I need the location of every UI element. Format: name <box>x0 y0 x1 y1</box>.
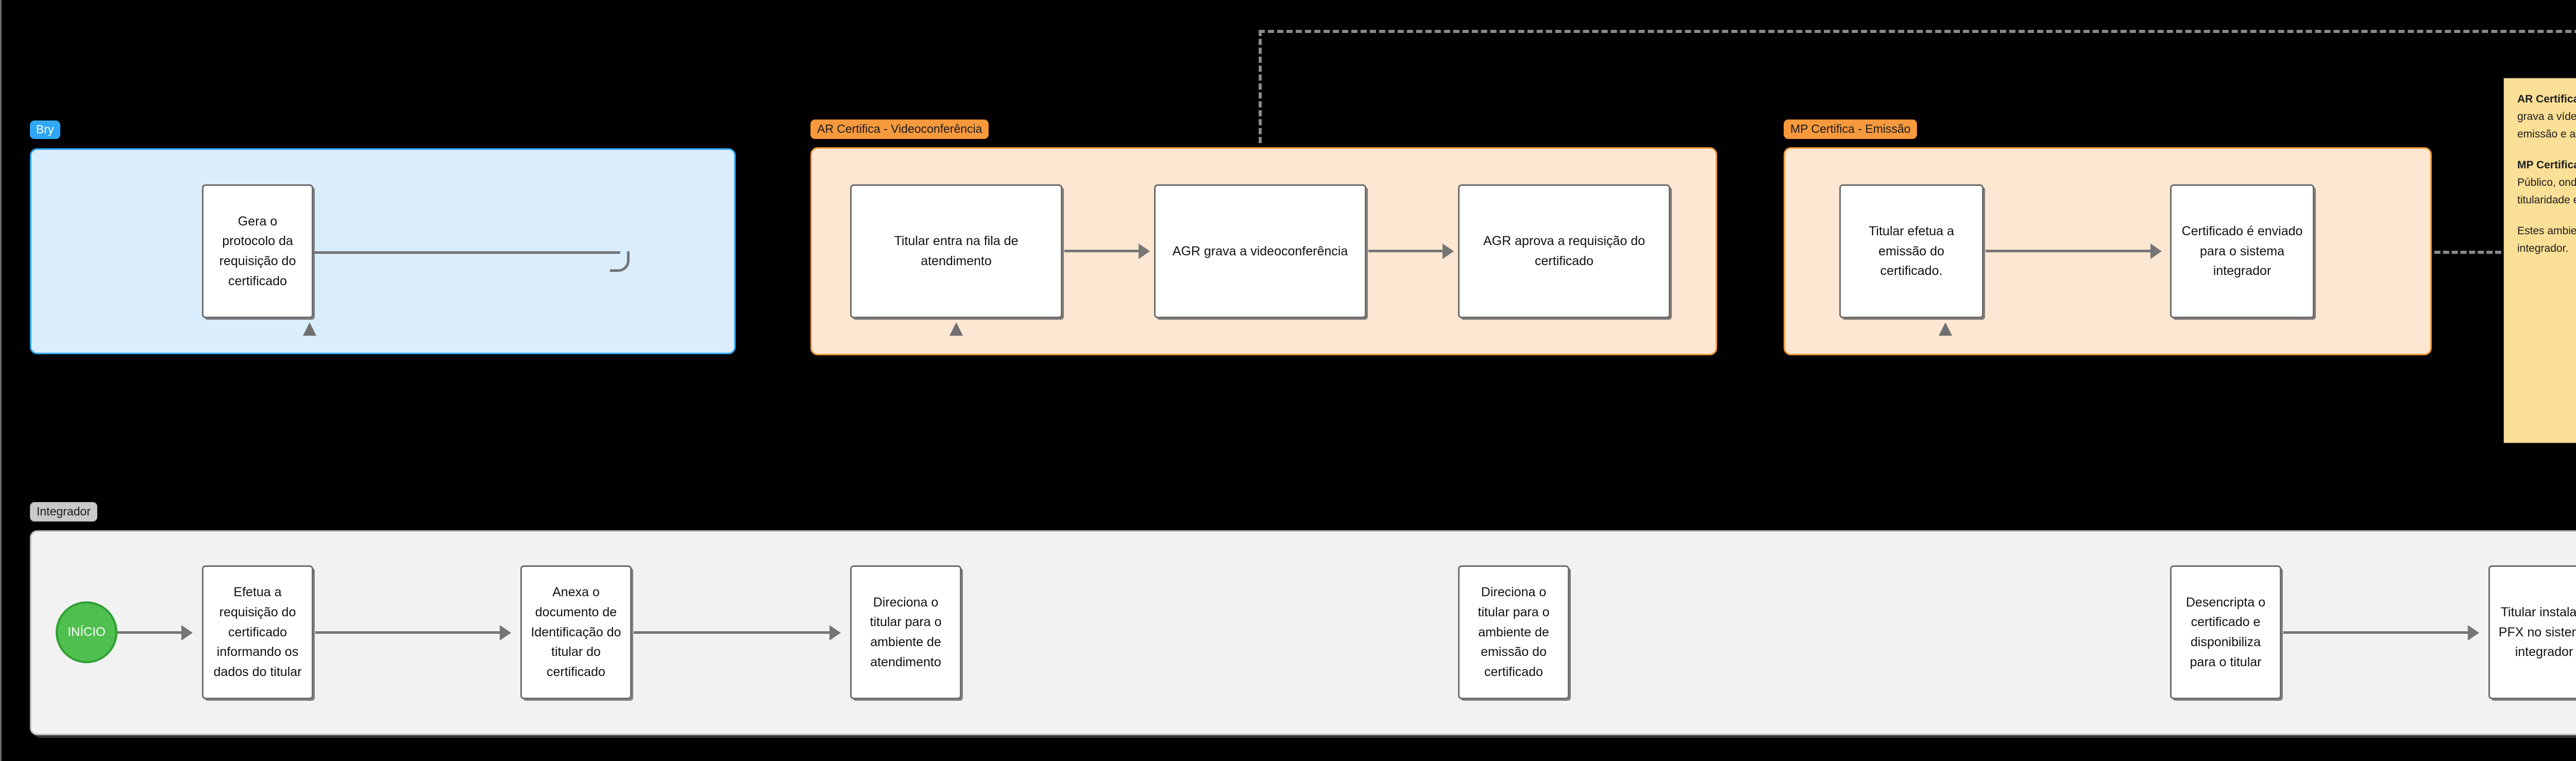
note-embed-text: Estes ambientes podem ser Embedados dire… <box>2517 225 2576 255</box>
node-certificado-enviado[interactable]: Certificado é enviado para o sistema int… <box>2170 184 2314 318</box>
edge-direciona-to-fila-v <box>0 466 2 663</box>
note-paragraph-ar: AR Certifica - Vídeoconferência: O AGR d… <box>2517 91 2576 143</box>
node-titular-emissao[interactable]: Titular efetua a emissão do certificado. <box>1839 184 1984 318</box>
edge-fila-to-grava <box>1064 250 1140 252</box>
edge-gera-to-anexa-h <box>313 251 620 254</box>
node-titular-fila[interactable]: Titular entra na fila de atendimento <box>850 184 1062 318</box>
note-mp-text: Ambiente de emissão, também chamado de M… <box>2517 177 2576 206</box>
edge-efetua-to-anexa <box>315 631 501 634</box>
dashed-connector-ar-vertical <box>1259 30 1262 143</box>
node-agr-aprova[interactable]: AGR aprova a requisição do certificado <box>1458 184 1670 318</box>
edge-direciona-to-fila-arrowhead <box>950 322 963 336</box>
node-gera-protocolo[interactable]: Gera o protocolo da requisição do certif… <box>202 184 313 318</box>
edge-emissao-to-enviado <box>1986 250 2151 252</box>
node-instala-pfx[interactable]: Titular instala o PFX no sistema integra… <box>2488 565 2576 699</box>
explanatory-note: AR Certifica - Vídeoconferência: O AGR d… <box>2503 77 2576 444</box>
node-desencripta[interactable]: Desencripta o certificado e disponibiliz… <box>2170 565 2281 699</box>
edge-efetua-to-anexa-arrowhead <box>500 625 511 641</box>
node-efetua-requisicao[interactable]: Efetua a requisição do certificado infor… <box>202 565 313 699</box>
lane-tag-bry: Bry <box>30 120 60 139</box>
edge-desencripta-to-instala <box>2283 631 2469 634</box>
edge-grava-to-aprova <box>1368 250 1444 252</box>
edge-grava-to-aprova-arrowhead <box>1443 244 1454 259</box>
edge-anexa-to-direciona <box>634 631 831 634</box>
edge-gera-corner <box>610 251 630 272</box>
lane-tag-ar-certifica: AR Certifica - Videoconferência <box>810 119 989 139</box>
edge-efetua-to-gera-v <box>0 270 2 466</box>
start-node[interactable]: INÍCIO <box>56 601 117 663</box>
node-direciona-atendimento[interactable]: Direciona o titular para o ambiente de a… <box>850 565 961 699</box>
lane-tag-integrador: Integrador <box>30 502 97 522</box>
node-agr-grava[interactable]: AGR grava a videoconferência <box>1154 184 1366 318</box>
note-paragraph-mp: MP Certifica - Emissão: Ambiente de emis… <box>2517 157 2576 209</box>
edge-anexa-to-direciona-arrowhead <box>829 625 841 641</box>
edge-emissao-path-arrowhead <box>1939 322 1952 336</box>
lane-tag-mp-certifica: MP Certifica - Emissão <box>1784 119 1918 139</box>
note-mp-heading: MP Certifica - Emissão: <box>2517 159 2576 171</box>
node-direciona-emissao[interactable]: Direciona o titular para o ambiente de e… <box>1458 565 1569 699</box>
edge-inicio-to-efetua <box>117 631 182 634</box>
note-paragraph-embed: Estes ambientes podem ser Embedados dire… <box>2517 222 2576 257</box>
note-ar-heading: AR Certifica - Vídeoconferência: <box>2517 93 2576 105</box>
edge-emissao-to-enviado-arrowhead <box>2150 244 2162 259</box>
edge-efetua-to-gera-arrowhead <box>303 322 316 336</box>
edge-desencripta-to-instala-arrowhead <box>2468 625 2479 641</box>
note-ar-text: O AGR da Certifica coleta a biometria, g… <box>2517 111 2576 141</box>
edge-aprova-to-emissao-v <box>0 663 2 761</box>
edge-gera-to-anexa-v <box>0 0 2 270</box>
dashed-connector-mp-to-note <box>2434 251 2501 254</box>
dashed-connector-top <box>1259 30 2576 33</box>
edge-inicio-to-efetua-arrowhead <box>181 625 193 641</box>
edge-fila-to-grava-arrowhead <box>1139 244 1150 259</box>
node-anexa-documento[interactable]: Anexa o documento de Identificação do ti… <box>520 565 632 699</box>
